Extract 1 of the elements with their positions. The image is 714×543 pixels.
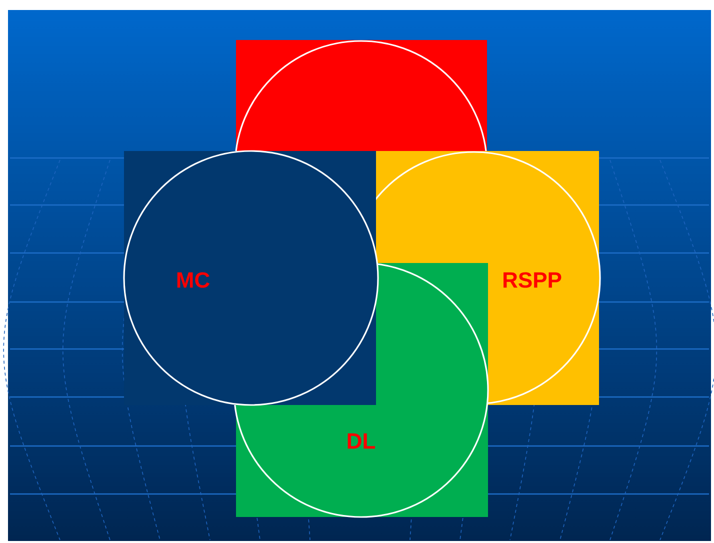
circle-square-shape — [234, 40, 488, 152]
